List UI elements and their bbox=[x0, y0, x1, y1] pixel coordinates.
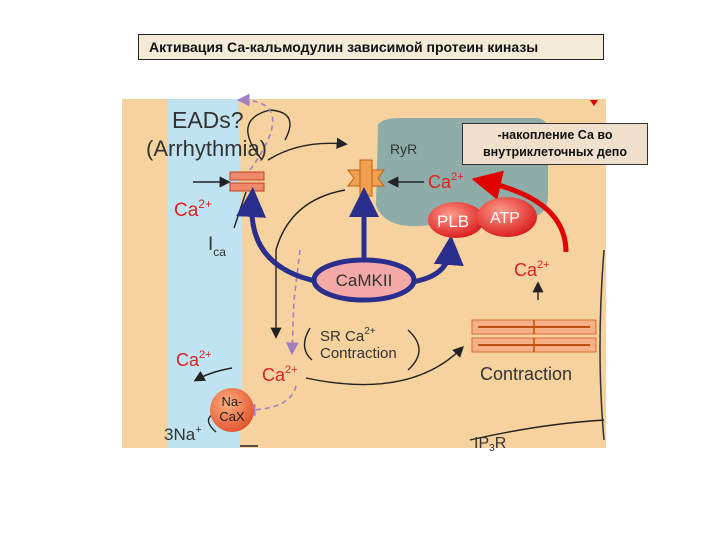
eads-label: EADs? bbox=[172, 107, 244, 133]
page-title: Активация Са-кальмодулин зависимой проте… bbox=[138, 34, 604, 60]
ca-sr-label: Ca2+ bbox=[428, 171, 464, 192]
naca-label-1: Na- bbox=[222, 394, 243, 409]
camkii-label: CaMKII bbox=[336, 271, 393, 290]
ca-left-label: Ca2+ bbox=[174, 197, 212, 221]
note-line-1: -накопление Са во bbox=[497, 128, 613, 142]
atp-label: ATP bbox=[490, 210, 520, 227]
camkii-node bbox=[311, 257, 417, 303]
ca-lower-left-label: Ca2+ bbox=[176, 349, 212, 370]
ca-center-label: Ca2+ bbox=[262, 364, 298, 385]
sarcomere-graphic bbox=[471, 319, 597, 353]
sr-contraction-label: Contraction bbox=[320, 345, 397, 362]
contraction-label: Contraction bbox=[480, 364, 572, 384]
na3-label: 3Na+ bbox=[164, 424, 202, 444]
ica-label: Ica bbox=[208, 234, 226, 259]
note-box: -накопление Са во внутриклеточных депо bbox=[462, 123, 648, 165]
sr-ca-label: SR Ca2+ bbox=[320, 326, 376, 345]
ca-right-label: Ca2+ bbox=[514, 259, 550, 280]
naca-exchanger bbox=[210, 388, 254, 432]
arrhythmia-label: (Arrhythmia) bbox=[146, 136, 267, 161]
naca-label-2: CaX bbox=[219, 409, 245, 424]
plb-label: PLB bbox=[437, 212, 469, 231]
note-line-2: внутриклеточных депо bbox=[482, 145, 627, 159]
plb-node bbox=[428, 202, 484, 238]
ip3r-label: IP3R bbox=[474, 435, 506, 454]
ryr-label: RyR bbox=[390, 141, 417, 157]
atp-node bbox=[477, 197, 537, 237]
